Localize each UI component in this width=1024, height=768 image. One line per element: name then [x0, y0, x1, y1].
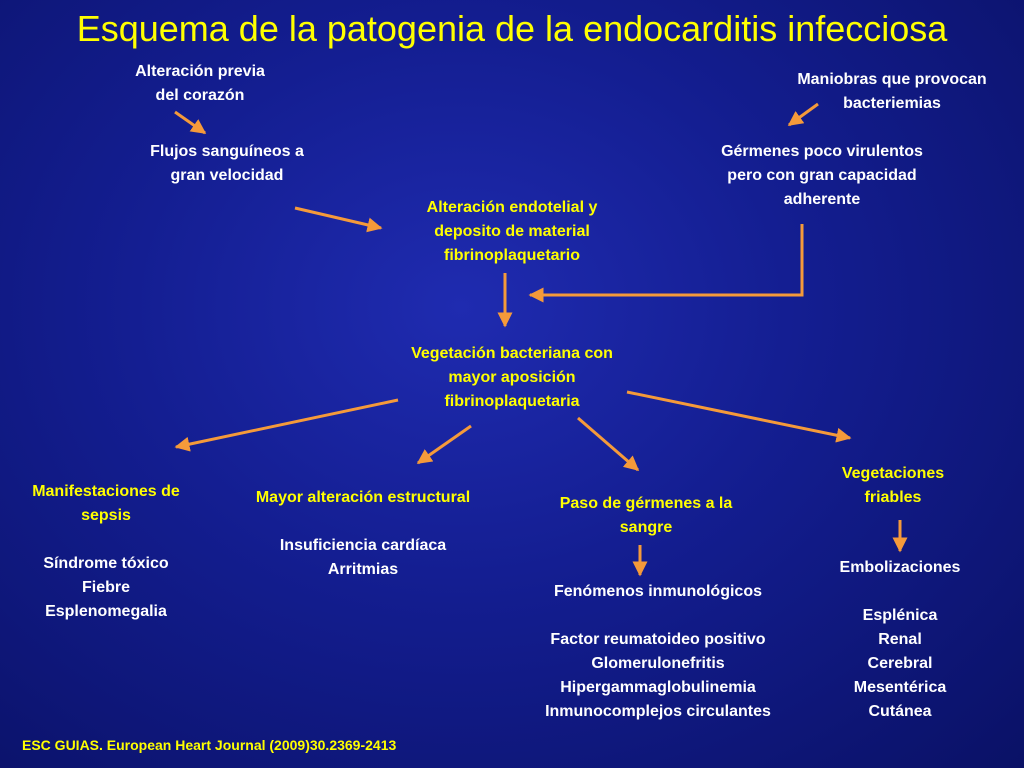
node-line: gran velocidad: [170, 167, 284, 184]
node-vegetacion: Vegetación bacteriana con mayor aposició…: [362, 342, 662, 414]
node-line: deposito de material: [434, 223, 590, 240]
node-subheading: Fenómenos inmunológicos: [553, 583, 762, 600]
node-line: adherente: [783, 191, 861, 208]
node-line: pero con gran capacidad: [727, 167, 917, 184]
node-item: Renal: [878, 631, 922, 648]
node-item: Síndrome tóxico: [43, 555, 169, 572]
node-heading: friables: [864, 489, 922, 506]
node-heading: Manifestaciones de: [32, 483, 180, 500]
node-heading: sepsis: [81, 507, 131, 524]
node-line: mayor aposición: [448, 369, 576, 386]
node-line: fibrinoplaquetaria: [444, 393, 580, 410]
node-line: Alteración endotelial y: [426, 199, 598, 216]
node-embolizaciones: Embolizaciones Esplénica Renal Cerebral …: [822, 556, 978, 724]
node-vegetaciones-friables: Vegetaciones friables: [800, 462, 986, 510]
node-item: Cutánea: [868, 703, 932, 720]
node-line: Flujos sanguíneos a: [150, 143, 304, 160]
node-item: Inmunocomplejos circulantes: [545, 703, 771, 720]
node-subheading: Embolizaciones: [839, 559, 961, 576]
node-line: fibrinoplaquetario: [444, 247, 580, 264]
node-item: Esplénica: [862, 607, 938, 624]
node-line: Alteración previa: [135, 63, 265, 80]
node-item: Insuficiencia cardíaca: [279, 537, 447, 554]
node-heading: Paso de gérmenes a la: [559, 495, 733, 512]
node-line: del corazón: [155, 87, 245, 104]
node-alteracion-previa: Alteración previa del corazón: [100, 60, 300, 108]
node-item: Esplenomegalia: [45, 603, 167, 620]
arrow-flujos-to-endotelial: [294, 206, 383, 233]
node-item: Factor reumatoideo positivo: [550, 631, 766, 648]
node-germenes: Gérmenes poco virulentos pero con gran c…: [682, 140, 962, 212]
arrow-germenes-to-endotelial: [528, 224, 804, 303]
node-flujos: Flujos sanguíneos a gran velocidad: [107, 140, 347, 188]
node-alteracion-estructural: Mayor alteración estructural Insuficienc…: [222, 486, 504, 582]
arrow-vegetacion-to-friables: [626, 390, 852, 443]
node-alteracion-endotelial: Alteración endotelial y deposito de mate…: [382, 196, 642, 268]
node-fenomenos-inmunologicos: Fenómenos inmunológicos Factor reumatoid…: [508, 580, 808, 724]
arrow-vegetacion-to-paso: [577, 416, 640, 472]
node-line: Maniobras que provocan: [797, 71, 987, 88]
node-manifestaciones: Manifestaciones de sepsis Síndrome tóxic…: [4, 480, 208, 624]
node-item: Mesentérica: [853, 679, 947, 696]
node-item: Cerebral: [867, 655, 933, 672]
arrow-vegetacion-to-manifestaciones: [174, 398, 399, 452]
node-item: Hipergammaglobulinemia: [560, 679, 756, 696]
arrow-vegetacion-to-estructural: [416, 424, 472, 465]
footer-citation: ESC GUIAS. European Heart Journal (2009)…: [22, 737, 397, 753]
node-heading: sangre: [619, 519, 673, 536]
arrow-maniobras-to-germenes: [787, 102, 819, 127]
node-heading: Vegetaciones: [841, 465, 945, 482]
node-line: Vegetación bacteriana con: [411, 345, 613, 362]
node-item: Fiebre: [81, 579, 130, 596]
node-paso-germenes: Paso de gérmenes a la sangre: [516, 492, 776, 540]
node-maniobras: Maniobras que provocan bacteriemias: [760, 68, 1024, 116]
node-heading: Mayor alteración estructural: [255, 489, 471, 506]
node-item: Glomerulonefritis: [591, 655, 725, 672]
node-item: Arritmias: [327, 561, 399, 578]
node-line: bacteriemias: [843, 95, 941, 112]
arrow-previa-to-flujos: [174, 110, 207, 135]
slide-title: Esquema de la patogenia de la endocardit…: [76, 8, 948, 49]
node-line: Gérmenes poco virulentos: [721, 143, 923, 160]
